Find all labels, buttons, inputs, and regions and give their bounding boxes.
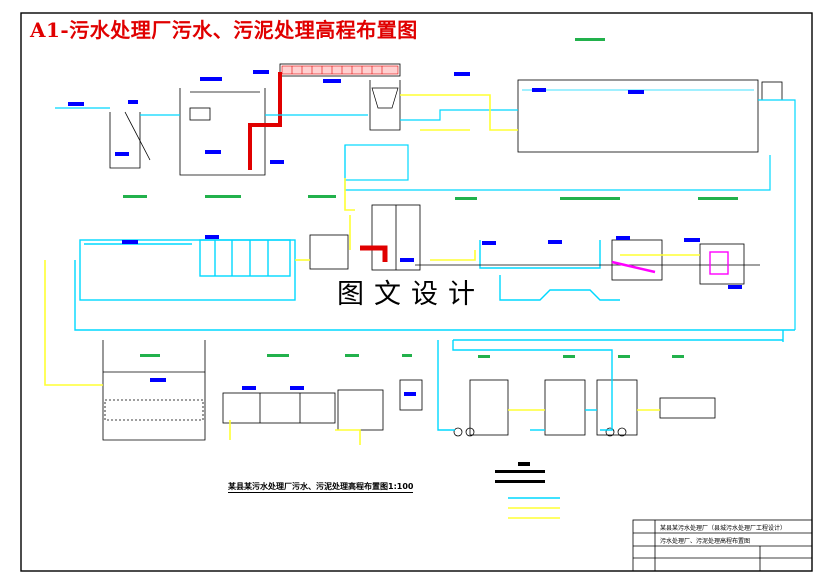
title-block-frame — [632, 519, 813, 572]
drawing-caption: 某县某污水处理厂污水、污泥处理高程布置图1:100 — [228, 482, 414, 493]
cyan-pipes-row1 — [55, 99, 796, 330]
red-pipe-row2 — [360, 245, 388, 262]
magenta-pipe-row2 — [611, 260, 656, 274]
red-pipe-row1 — [248, 72, 282, 170]
magenta-box — [709, 251, 729, 275]
row2-black — [309, 204, 760, 285]
row3-structures — [102, 340, 716, 441]
screen-grid — [281, 65, 399, 75]
drawing-frame — [20, 12, 813, 572]
cyan-pipes-row3 — [437, 330, 784, 431]
blue-tags-row3 — [150, 378, 416, 396]
yellow-pipes-row1 — [344, 94, 518, 211]
green-labels-row3 — [140, 354, 684, 358]
legend — [495, 462, 560, 519]
watermark: 图文设计 — [333, 272, 489, 311]
title-block-project: 某县某污水处理厂（县城污水处理厂工程设计） — [660, 525, 787, 532]
yellow-pipes-row2 — [295, 215, 700, 261]
blue-tags-row2 — [122, 235, 742, 289]
row2-structures — [74, 239, 795, 331]
drawing-title: A1-污水处理厂污水、污泥处理高程布置图 — [30, 18, 418, 42]
yellow-pipes-row3 — [44, 260, 660, 445]
blue-tags-row1 — [68, 70, 644, 164]
title-block-drawing-name: 污水处理厂、污泥处理高程布置图 — [660, 538, 751, 545]
green-labels-row1 — [123, 38, 738, 200]
